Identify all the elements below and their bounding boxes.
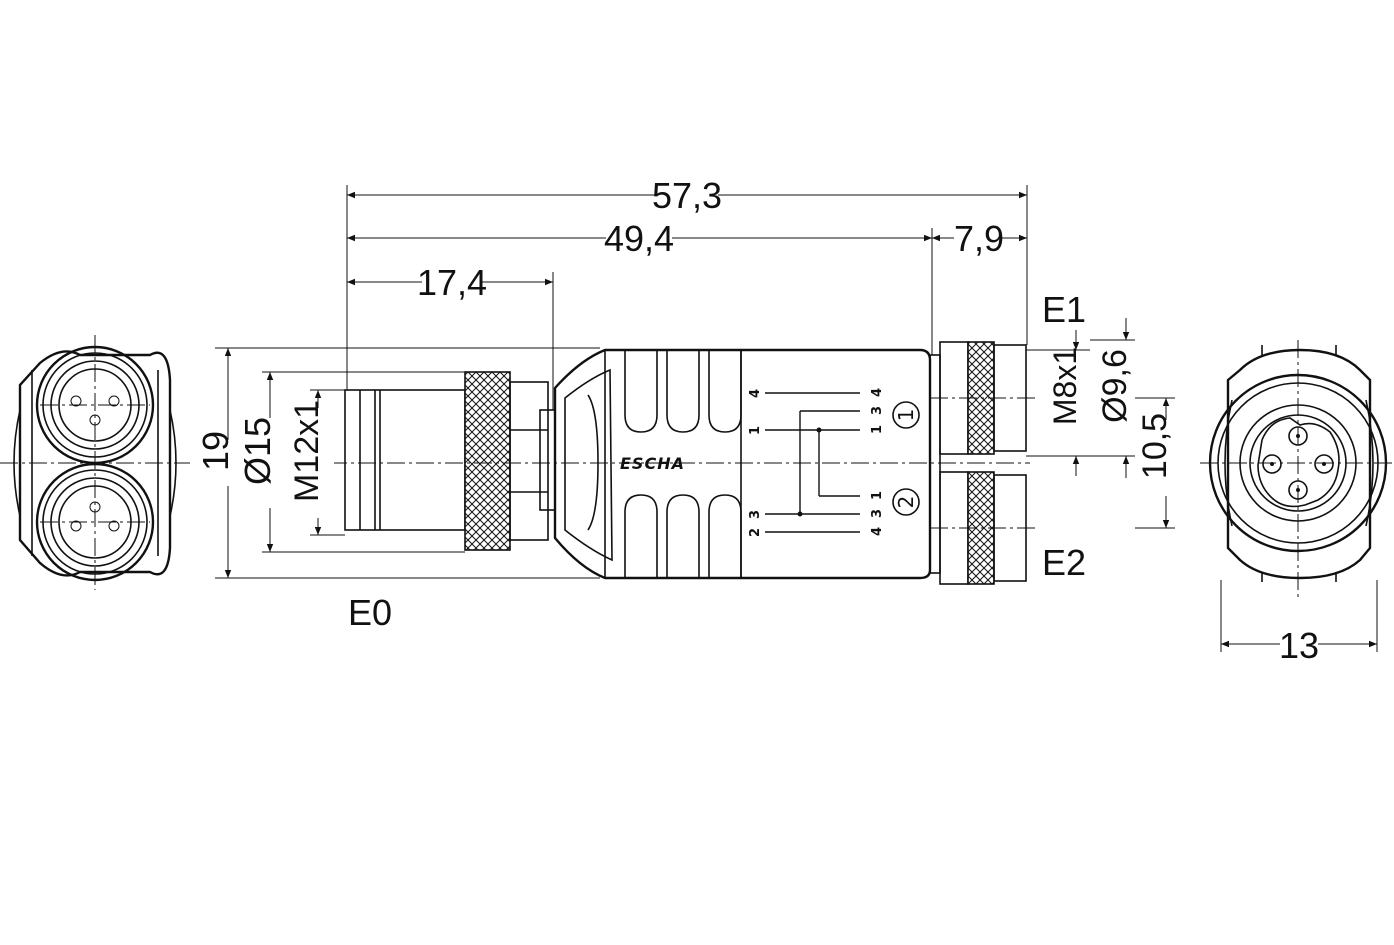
dim-m8-spacing: 10,5	[1136, 413, 1174, 479]
pin-label: 4	[870, 527, 885, 536]
port1-marker	[892, 401, 920, 429]
main-side-view: ESCHA 4 1 3 2 4 3 1 1 3 4 1 2	[300, 341, 1035, 585]
pin-label: 4	[748, 389, 763, 398]
pin-label: 1	[748, 426, 763, 435]
dim-m8-diameter: Ø9,6	[1096, 349, 1134, 423]
dim-m8-length: 7,9	[954, 218, 1004, 259]
dim-body-length: 49,4	[604, 218, 674, 259]
pin-label: 2	[748, 528, 763, 537]
label-e2: E2	[1042, 542, 1086, 583]
port2-marker	[892, 488, 920, 516]
dim-m8-thread: M8x1	[1047, 347, 1083, 425]
dim-m12-length: 17,4	[417, 262, 487, 303]
left-end-view	[0, 335, 190, 590]
port2-label: 2	[894, 496, 918, 509]
dimension-lines: 57,3 49,4 7,9 17,4 19 Ø15 M12x1	[195, 175, 1378, 666]
dim-overall-length: 57,3	[652, 175, 722, 216]
pin-label: 3	[870, 509, 885, 518]
right-end-view	[1200, 340, 1394, 600]
pin-label: 1	[870, 491, 885, 500]
dim-m12-thread: M12x1	[288, 400, 326, 502]
label-e1: E1	[1042, 289, 1086, 330]
pin-label: 3	[748, 510, 763, 519]
port1-label: 1	[894, 409, 918, 422]
dim-height: 19	[195, 431, 236, 471]
pin-label: 1	[870, 425, 885, 434]
wiring-schematic: 4 1 3 2 4 3 1 1 3 4 1 2	[748, 388, 920, 537]
pin-label: 4	[870, 388, 885, 397]
label-e0: E0	[348, 592, 392, 633]
dim-width: 13	[1279, 625, 1319, 666]
pin-label: 3	[870, 406, 885, 415]
dim-m12-diameter: Ø15	[237, 417, 278, 485]
